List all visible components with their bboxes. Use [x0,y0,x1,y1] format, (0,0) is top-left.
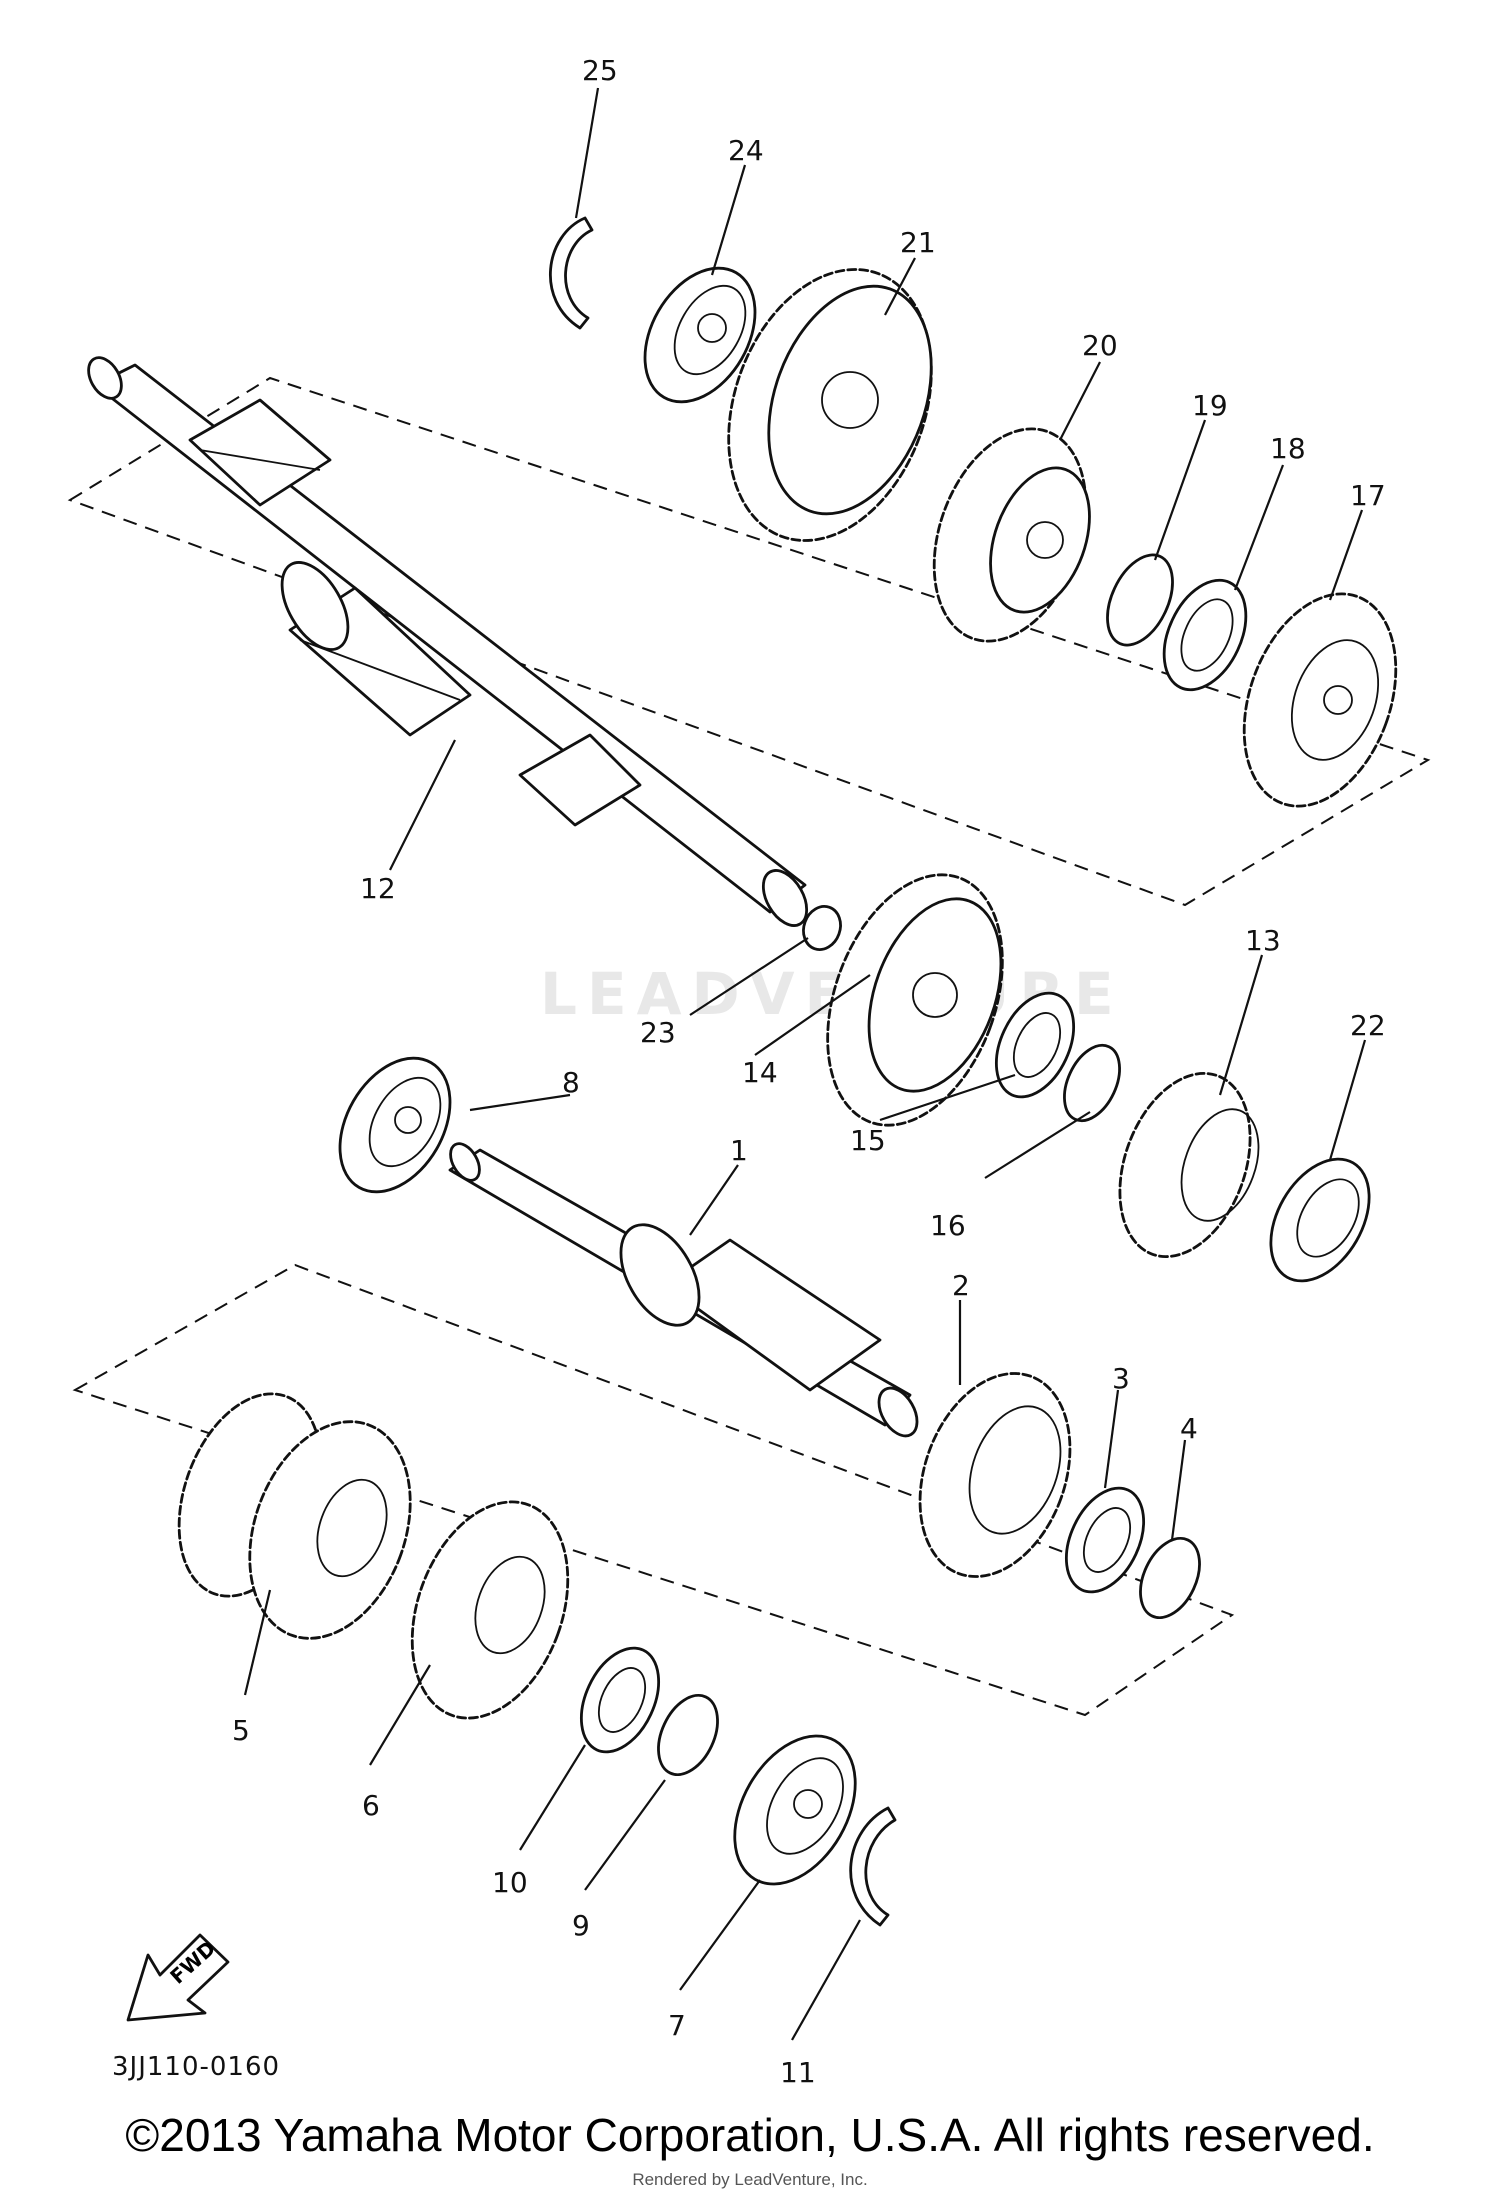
part-label-21: 21 [900,226,936,259]
part-label-7: 7 [668,2009,686,2042]
washer-15-icon [995,991,1075,1099]
circlip-16-icon [1063,1043,1121,1123]
part-label-2: 2 [952,1269,970,1302]
rendered-by-text: Rendered by LeadVenture, Inc. [632,2170,868,2189]
gear-5-icon [177,1392,412,1640]
circlip-19-icon [1106,553,1174,647]
bearing-8-icon [338,1056,452,1194]
part-label-11: 11 [780,2056,816,2089]
upper-dashed-frame [67,376,1431,907]
part-label-13: 13 [1245,924,1281,957]
circlip-25-icon [548,216,594,330]
part-label-14: 14 [742,1056,778,1089]
diagram-code: 3JJ110-0160 [112,2052,280,2082]
part-label-4: 4 [1180,1412,1198,1445]
part-label-18: 18 [1270,432,1306,465]
gear-2-icon [918,1372,1072,1578]
gear-14-icon [826,873,1004,1127]
leader-lines [243,87,1367,2041]
washer-3-icon [1065,1486,1145,1594]
circlip-11-icon [849,1806,897,1927]
gear-21-icon [727,268,933,542]
gear-13-icon [1118,1072,1260,1258]
part-label-16: 16 [930,1209,966,1242]
bearing-7-icon [733,1734,857,1886]
circlip-4-icon [1139,1536,1201,1620]
gear-20-icon [932,427,1091,643]
bearing-22-icon [1269,1157,1371,1283]
drive-axle-icon [448,1142,919,1438]
part-label-1: 1 [730,1134,748,1167]
circlip-9-icon [657,1693,719,1777]
part-label-8: 8 [562,1066,580,1099]
washer-18-icon [1162,578,1248,692]
part-label-23: 23 [640,1016,676,1049]
fwd-arrow-icon: FWD [126,1933,230,2022]
part-label-12: 12 [360,872,396,905]
part-label-24: 24 [728,134,764,167]
part-label-3: 3 [1112,1362,1130,1395]
part-label-22: 22 [1350,1009,1386,1042]
gear-17-icon [1242,592,1398,808]
part-label-25: 25 [582,54,618,87]
part-label-9: 9 [572,1909,590,1942]
main-shaft-icon [87,356,809,927]
part-label-17: 17 [1350,479,1386,512]
part-label-6: 6 [362,1789,380,1822]
part-label-15: 15 [850,1124,886,1157]
part-label-19: 19 [1192,389,1228,422]
part-label-5: 5 [232,1714,250,1747]
washer-10-icon [580,1646,660,1754]
lower-dashed-frame [72,1263,1235,1717]
part-label-10: 10 [492,1866,528,1899]
part-label-20: 20 [1082,329,1118,362]
bushing-23-icon [802,905,842,951]
copyright-notice: ©2013 Yamaha Motor Corporation, U.S.A. A… [125,2109,1375,2161]
gear-6-icon [410,1500,570,1720]
bearing-24-icon [643,266,757,404]
